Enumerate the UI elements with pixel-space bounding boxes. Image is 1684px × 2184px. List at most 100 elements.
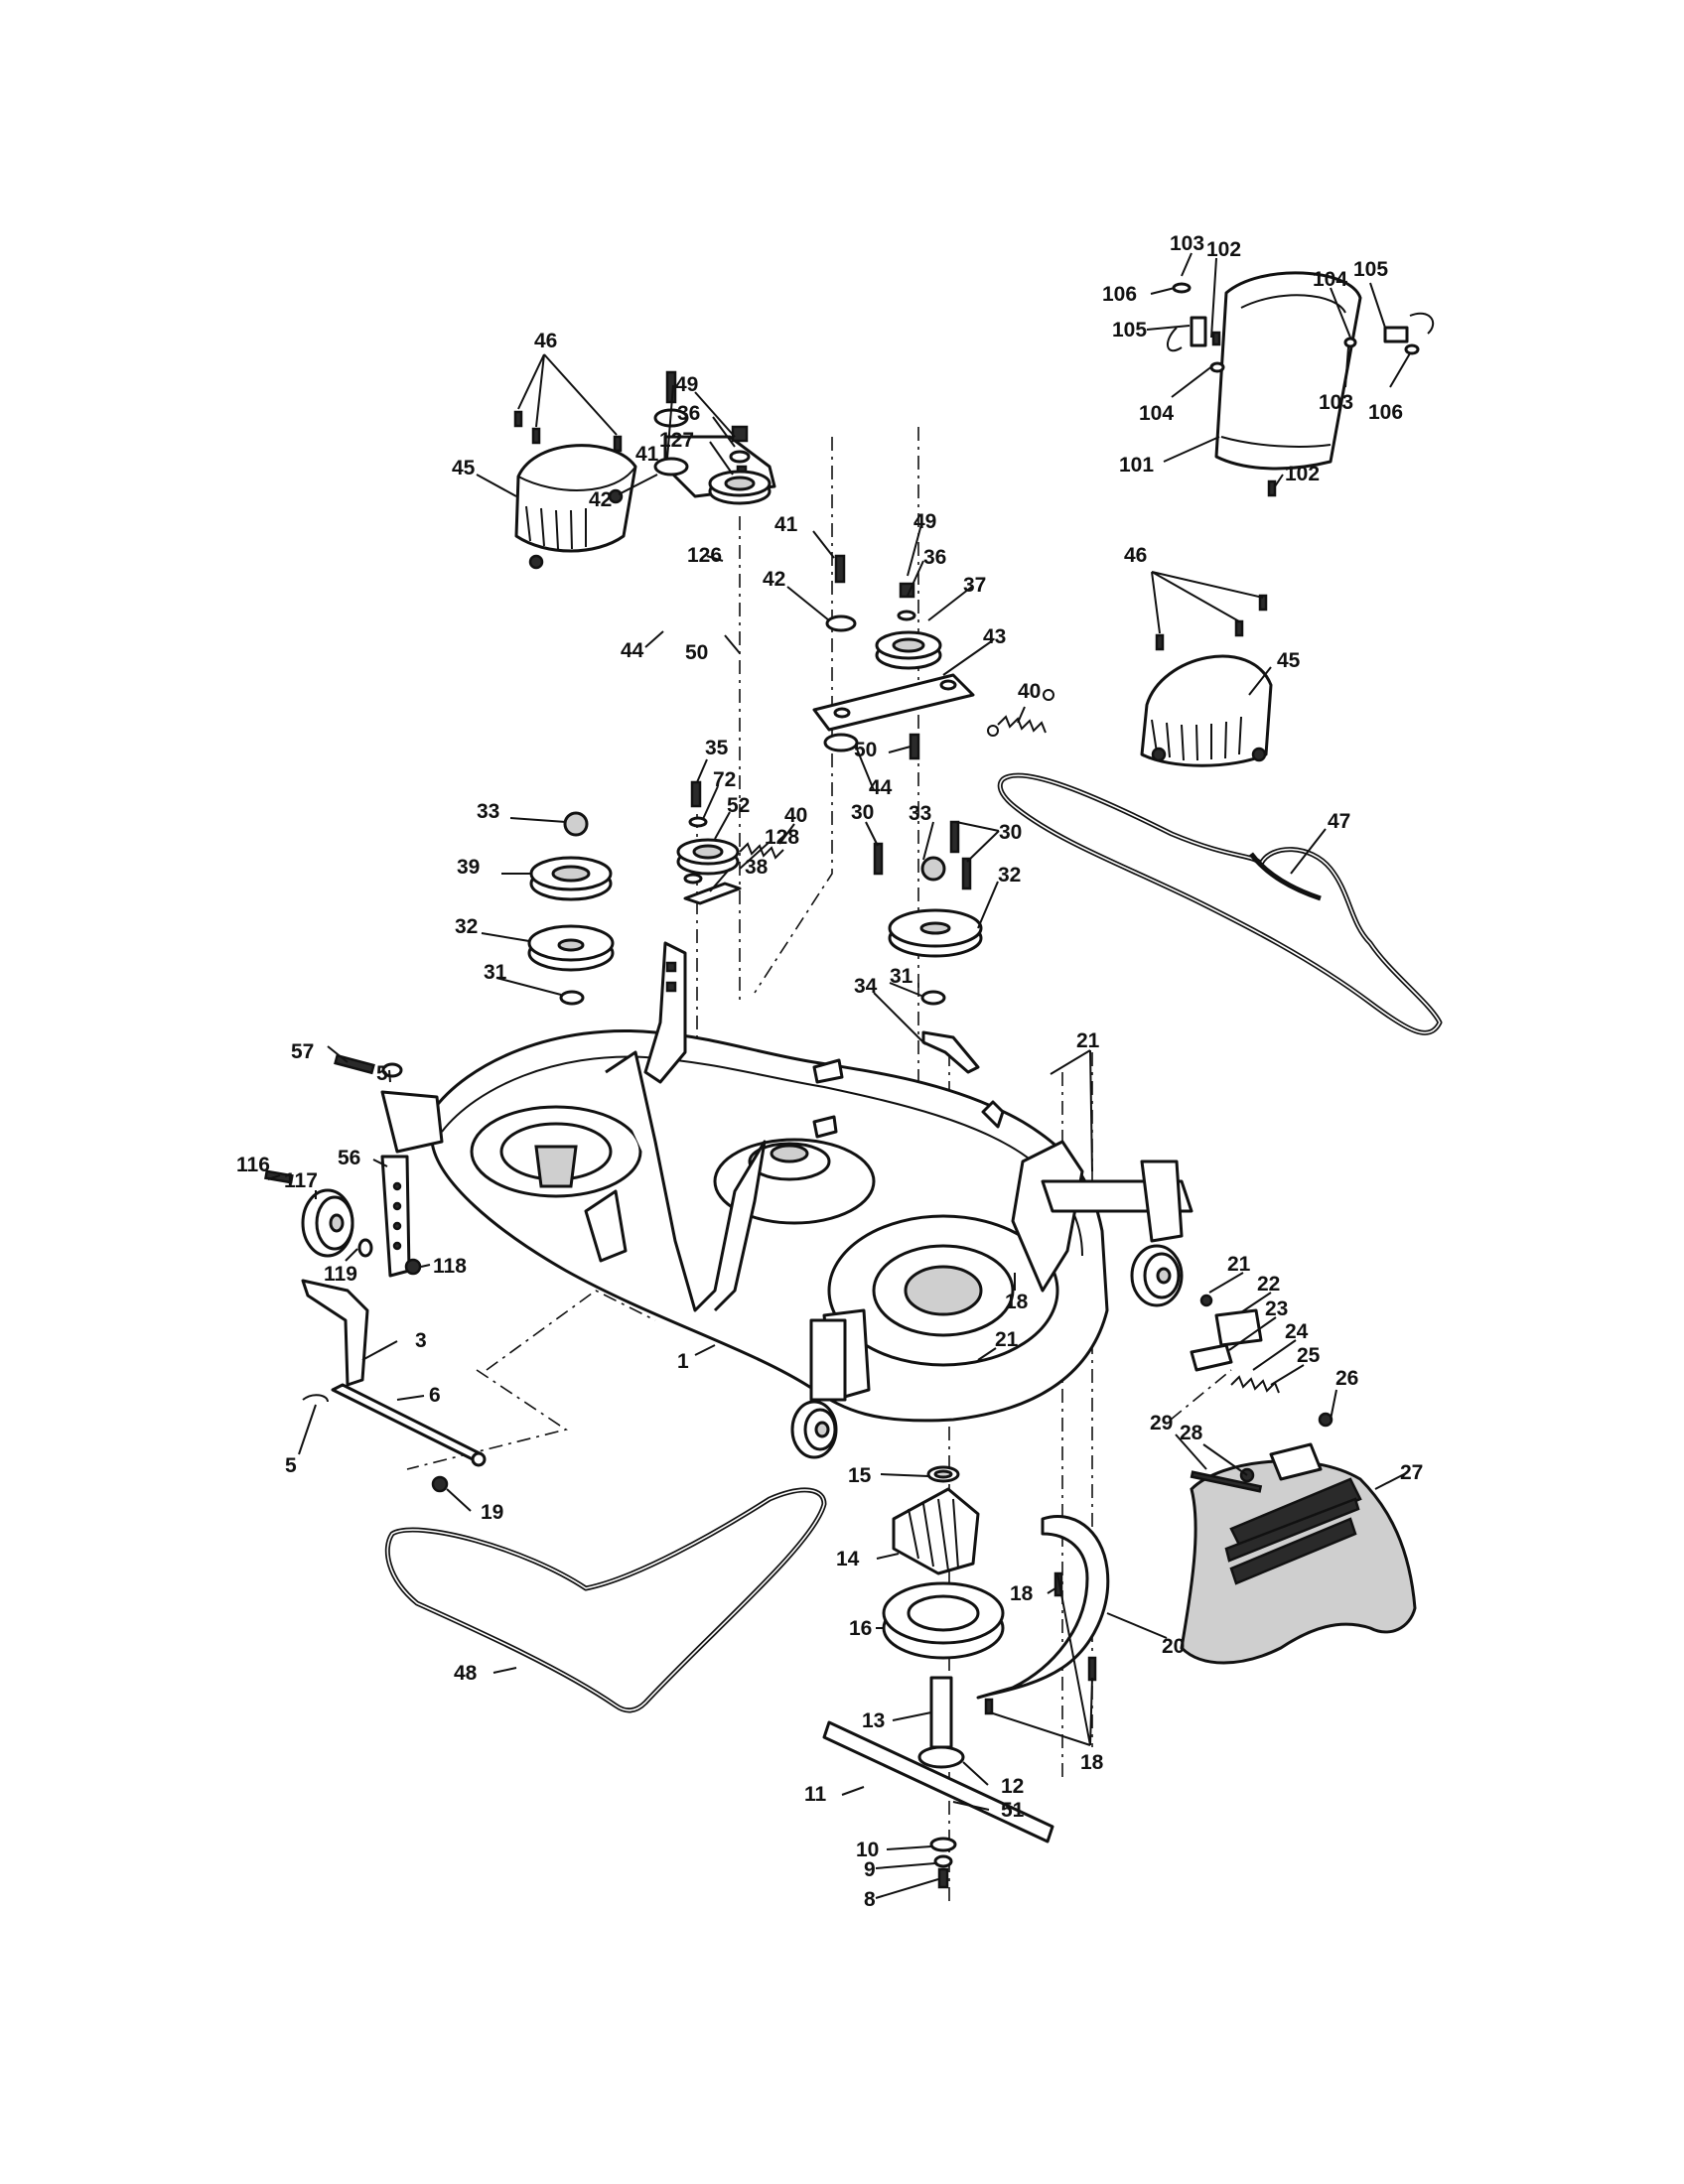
right-belt-cover	[1140, 594, 1273, 767]
callout-101: 101	[1119, 454, 1154, 477]
callout-5: 5	[376, 1062, 388, 1085]
spring-25	[1230, 1375, 1280, 1394]
callout-18: 18	[1010, 1582, 1034, 1605]
callout-46: 46	[1124, 544, 1147, 567]
callout-30: 30	[851, 801, 874, 824]
callout-103: 103	[1319, 391, 1353, 414]
callout-45: 45	[452, 457, 476, 479]
callout-13: 13	[862, 1709, 885, 1732]
callout-1: 1	[677, 1350, 689, 1373]
belt-47	[997, 772, 1443, 1035]
callout-44: 44	[621, 639, 644, 662]
leader-lines	[267, 252, 1411, 1899]
callout-116: 116	[236, 1154, 270, 1176]
callout-23: 23	[1265, 1297, 1288, 1320]
callout-48: 48	[454, 1662, 478, 1685]
callout-31: 31	[890, 965, 913, 988]
spindle-assembly	[822, 1465, 1054, 1889]
lift-link-6	[302, 1383, 487, 1467]
callout-24: 24	[1285, 1320, 1309, 1343]
callout-39: 39	[457, 856, 480, 879]
callout-103: 103	[1170, 232, 1204, 255]
callout-42: 42	[589, 488, 612, 511]
chute-flap-101	[1167, 271, 1435, 497]
callout-11: 11	[804, 1783, 827, 1806]
callout-28: 28	[1180, 1422, 1203, 1444]
hanger-bracket-3	[301, 1279, 369, 1387]
pulley-stack-left	[527, 811, 615, 1006]
callout-27: 27	[1400, 1461, 1423, 1484]
mower-deck-1	[430, 941, 1193, 1423]
callout-41: 41	[635, 443, 659, 466]
pulley-37-bracket-43	[812, 554, 975, 760]
callout-126: 126	[687, 544, 722, 567]
callout-105: 105	[1353, 258, 1388, 281]
callout-6: 6	[429, 1384, 441, 1407]
callout-119: 119	[324, 1263, 357, 1286]
callout-51: 51	[1001, 1799, 1025, 1822]
callout-40: 40	[1018, 680, 1041, 703]
callout-104: 104	[1313, 268, 1347, 291]
callout-106: 106	[1102, 283, 1137, 306]
callout-18: 18	[1080, 1751, 1104, 1774]
callout-128: 128	[765, 826, 799, 849]
screws-46-left	[513, 410, 623, 453]
callout-19: 19	[481, 1501, 503, 1524]
callout-43: 43	[983, 625, 1006, 648]
callout-3: 3	[415, 1329, 427, 1352]
callout-12: 12	[1001, 1775, 1024, 1798]
callout-30: 30	[999, 821, 1022, 844]
callout-102: 102	[1206, 238, 1241, 261]
callout-33: 33	[477, 800, 499, 823]
callout-labels: 46 45 41 42 44 126 50 49 36 127 41 42 49…	[236, 232, 1423, 1911]
callout-14: 14	[836, 1548, 860, 1570]
callout-46: 46	[534, 330, 557, 352]
idler-52-assembly	[676, 780, 784, 905]
callout-32: 32	[998, 864, 1021, 887]
callout-35: 35	[705, 737, 729, 759]
callout-33: 33	[909, 802, 931, 825]
callout-118: 118	[433, 1255, 467, 1278]
callout-41: 41	[774, 513, 798, 536]
callout-36: 36	[677, 402, 700, 425]
baffle-20	[976, 1514, 1110, 1715]
callout-106: 106	[1368, 401, 1403, 424]
callout-10: 10	[856, 1839, 879, 1861]
callout-25: 25	[1297, 1344, 1321, 1367]
pulley-stack-right	[873, 820, 983, 1006]
callout-127: 127	[659, 429, 694, 452]
callout-102: 102	[1285, 463, 1320, 485]
callout-104: 104	[1139, 402, 1174, 425]
callout-52: 52	[727, 794, 750, 817]
callout-40: 40	[784, 804, 807, 827]
callout-38: 38	[745, 856, 769, 879]
callout-20: 20	[1162, 1635, 1185, 1658]
discharge-chute-27	[1180, 1412, 1417, 1665]
belt-48	[384, 1487, 827, 1713]
gauge-wheel-right	[1130, 1244, 1184, 1307]
callout-5: 5	[285, 1454, 297, 1477]
callout-37: 37	[963, 574, 986, 597]
callout-42: 42	[763, 568, 785, 591]
callout-34: 34	[854, 975, 878, 998]
gauge-wheel-left	[264, 1169, 373, 1258]
callout-105: 105	[1112, 319, 1147, 341]
callout-31: 31	[484, 961, 507, 984]
callout-72: 72	[713, 768, 736, 791]
callout-36: 36	[923, 546, 946, 569]
callout-22: 22	[1257, 1273, 1280, 1296]
spring-40-top	[987, 689, 1054, 737]
callout-50: 50	[854, 739, 877, 761]
callout-21: 21	[995, 1328, 1019, 1351]
callout-45: 45	[1277, 649, 1301, 672]
callout-15: 15	[848, 1464, 872, 1487]
left-gauge-bracket	[334, 1053, 444, 1278]
callout-16: 16	[849, 1617, 872, 1640]
bracket-34	[921, 1030, 980, 1074]
callout-57: 57	[291, 1040, 314, 1063]
callout-56: 56	[338, 1147, 360, 1169]
callout-26: 26	[1335, 1367, 1358, 1390]
callout-32: 32	[455, 915, 478, 938]
callout-47: 47	[1328, 810, 1350, 833]
